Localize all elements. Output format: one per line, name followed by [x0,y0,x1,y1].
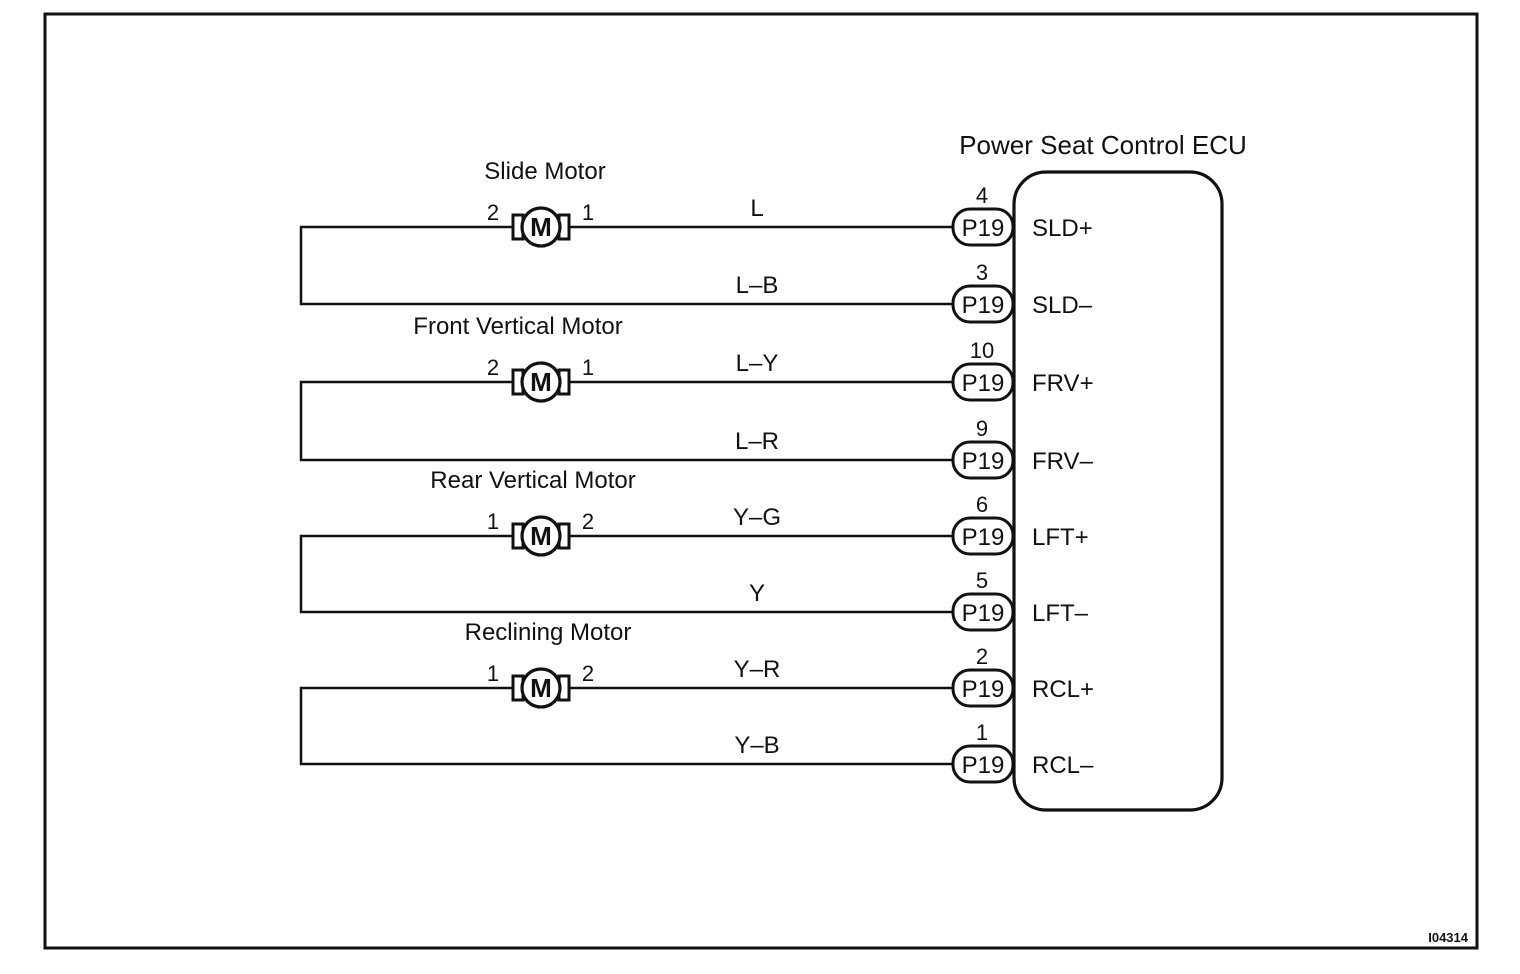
ecu-title: Power Seat Control ECU [959,130,1247,160]
rear-vertical-motor-wire-1-signal: LFT+ [1032,524,1089,551]
slide-motor-motor-icon [520,206,562,248]
rear-vertical-motor-wire-1-pin-number: 6 [976,492,988,517]
front-vertical-motor-wire-1-pin-number: 10 [970,338,994,363]
slide-motor-terminal-left: 2 [487,200,499,225]
reclining-motor-motor-icon [520,667,562,709]
rear-vertical-motor-wire-2-signal: LFT– [1032,600,1089,627]
front-vertical-motor-motor-icon [520,361,562,403]
reclining-motor-wire-1-connector [951,668,1015,708]
reclining-motor-wire-2-connector [951,744,1015,784]
rear-vertical-motor-label: Rear Vertical Motor [430,467,635,494]
rear-vertical-motor-terminal-right: 2 [582,509,594,534]
slide-motor-wire-2-pin-number: 3 [976,260,988,285]
reclining-motor-wire-2-connector-label: P19 [962,752,1005,779]
front-vertical-motor-terminal-left: 2 [487,355,499,380]
rear-vertical-motor-wire-2-color-code: Y [749,580,765,607]
slide-motor-wire-2-connector-label: P19 [962,292,1005,319]
front-vertical-motor-wire-2-signal: FRV– [1032,448,1094,475]
front-vertical-motor-wire-1-color-code: L–Y [736,350,779,377]
reclining-motor-wire-1-color-code: Y–R [734,656,781,683]
reclining-motor-wire-2-color-code: Y–B [734,732,779,759]
slide-motor-terminal-right: 1 [582,200,594,225]
reclining-motor-wire-2-signal: RCL– [1032,752,1094,779]
rear-vertical-motor-terminal-left: 1 [487,509,499,534]
reclining-motor-wire-2-pin-number: 1 [976,720,988,745]
rear-vertical-motor-wire-1-connector [951,516,1015,556]
front-vertical-motor-wire-1-connector [951,362,1015,402]
reclining-motor-wire-1-pin-number: 2 [976,644,988,669]
reclining-motor-label: Reclining Motor [465,619,632,646]
front-vertical-motor-return-wire [299,380,953,462]
front-vertical-motor-wire-2-pin-number: 9 [976,416,988,441]
front-vertical-motor-wire-2-connector-label: P19 [962,448,1005,475]
rear-vertical-motor-wire-1-color-code: Y–G [733,504,781,531]
slide-motor-motor-symbol: M [530,212,552,242]
slide-motor-wire-1-signal: SLD+ [1032,215,1093,242]
front-vertical-motor-wire-2-color-code: L–R [735,428,779,455]
ecu-box [1012,170,1224,812]
slide-motor-label: Slide Motor [484,158,605,185]
slide-motor-wire-2-connector [951,284,1015,324]
slide-motor-wire-1-color-code: L [750,195,763,222]
reclining-motor-wire-1-connector-label: P19 [962,676,1005,703]
front-vertical-motor-wire-1-signal: FRV+ [1032,370,1094,397]
slide-motor-return-wire [299,225,953,306]
reclining-motor-return-wire [299,686,953,766]
reclining-motor-motor-symbol: M [530,673,552,703]
front-vertical-motor-terminal-right: 1 [582,355,594,380]
reclining-motor-terminal-left: 1 [487,661,499,686]
figure-code: I04314 [1428,930,1469,945]
slide-motor-wire-1-connector [951,207,1015,247]
rear-vertical-motor-motor-icon [520,515,562,557]
rear-vertical-motor-return-wire [299,534,953,614]
rear-vertical-motor-wire-2-pin-number: 5 [976,568,988,593]
front-vertical-motor-wire-1-connector-label: P19 [962,370,1005,397]
rear-vertical-motor-motor-symbol: M [530,521,552,551]
rear-vertical-motor-wire-2-connector-label: P19 [962,600,1005,627]
slide-motor-wire-1-connector-label: P19 [962,215,1005,242]
figure-frame [43,12,1479,950]
reclining-motor-terminal-right: 2 [582,661,594,686]
slide-motor-wire-1-pin-number: 4 [976,183,988,208]
front-vertical-motor-wire-2-connector [951,440,1015,480]
front-vertical-motor-motor-symbol: M [530,367,552,397]
reclining-motor-wire-1-signal: RCL+ [1032,676,1094,703]
slide-motor-wire-2-signal: SLD– [1032,292,1093,319]
rear-vertical-motor-wire-1-connector-label: P19 [962,524,1005,551]
rear-vertical-motor-wire-2-connector [951,592,1015,632]
slide-motor-wire-2-color-code: L–B [736,272,779,299]
front-vertical-motor-label: Front Vertical Motor [413,313,622,340]
